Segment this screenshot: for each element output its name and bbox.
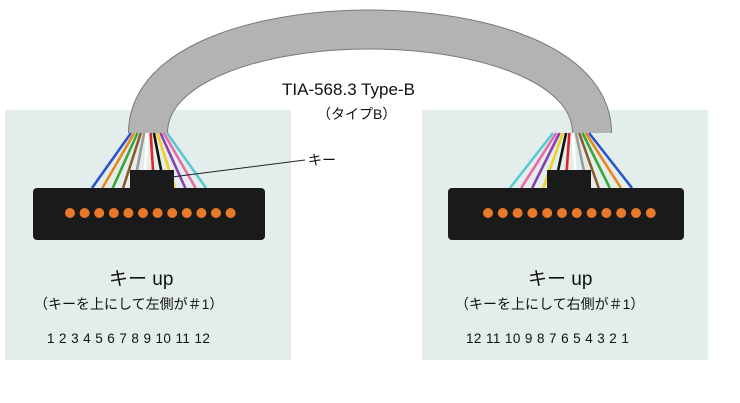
- left-ferrule-hole-9: [181, 208, 192, 218]
- right-fiber-12: [508, 132, 555, 189]
- left-connector-body: [33, 188, 265, 240]
- key-callout-line: [171, 159, 306, 178]
- left-ferrule-hole-11: [211, 208, 221, 218]
- left-fiber-1: [90, 132, 133, 189]
- left-fiber-2: [101, 132, 136, 189]
- left-ferrule-hole-4: [108, 208, 119, 218]
- cable-standard-type-label: （タイプB）: [317, 106, 397, 122]
- left-fiber-10: [159, 132, 187, 189]
- right-ferrule-holes: [483, 208, 656, 218]
- right-connector-key: [547, 170, 591, 190]
- left-key-up-heading: キー up: [109, 269, 174, 290]
- right-ferrule-hole-6: [557, 208, 567, 218]
- right-fiber-fan: [508, 132, 634, 189]
- left-fiber-4: [121, 132, 143, 189]
- left-ferrule-hole-1: [65, 208, 75, 218]
- right-ferrule-hole-5: [542, 208, 553, 218]
- left-ferrule-holes: [65, 208, 236, 218]
- right-fiber-3: [581, 132, 611, 189]
- right-ferrule-hole-1: [483, 208, 493, 218]
- left-fiber-3: [111, 132, 139, 189]
- right-key-up-heading: キー up: [528, 269, 593, 290]
- left-ferrule-hole-8: [167, 208, 178, 218]
- right-fiber-order: 12 11 10 9 8 7 6 5 4 3 2 1: [466, 331, 630, 346]
- right-fiber-1: [587, 132, 634, 189]
- cable-standard-label: TIA-568.3 Type-B: [282, 80, 415, 99]
- left-fiber-order: 1 2 3 4 5 6 7 8 9 10 11 12: [47, 331, 211, 346]
- left-fiber-11: [162, 132, 197, 189]
- left-connector-key: [130, 170, 174, 190]
- right-ferrule-hole-4: [527, 208, 538, 218]
- right-ferrule-hole-11: [631, 208, 641, 218]
- left-fiber-12: [165, 132, 208, 189]
- cable-arch-body: [129, 10, 611, 135]
- right-ferrule-hole-2: [497, 208, 508, 218]
- right-key-up-subheading: （キーを上にして右側が＃1）: [455, 296, 645, 312]
- right-fiber-9: [542, 132, 565, 189]
- left-ferrule-hole-7: [152, 208, 163, 218]
- right-fiber-4: [577, 132, 600, 189]
- left-key-up-subheading: （キーを上にして左側が＃1）: [34, 296, 224, 312]
- key-callout-dot: [170, 175, 174, 179]
- right-ferrule-hole-9: [601, 208, 612, 218]
- right-ferrule-hole-8: [586, 208, 597, 218]
- right-fiber-11: [519, 132, 558, 189]
- right-fiber-10: [531, 132, 561, 189]
- key-callout-label: キー: [308, 152, 336, 168]
- left-ferrule-hole-2: [79, 208, 90, 218]
- left-ferrule-hole-3: [94, 208, 105, 218]
- right-ferrule-hole-10: [616, 208, 627, 218]
- right-ferrule-hole-3: [512, 208, 523, 218]
- left-ferrule-hole-10: [196, 208, 207, 218]
- right-ferrule-hole-12: [645, 208, 656, 218]
- left-ferrule-hole-5: [123, 208, 134, 218]
- left-ferrule-hole-12: [225, 208, 236, 218]
- left-ferrule-hole-6: [138, 208, 148, 218]
- right-ferrule-hole-7: [571, 208, 582, 218]
- right-fiber-2: [584, 132, 623, 189]
